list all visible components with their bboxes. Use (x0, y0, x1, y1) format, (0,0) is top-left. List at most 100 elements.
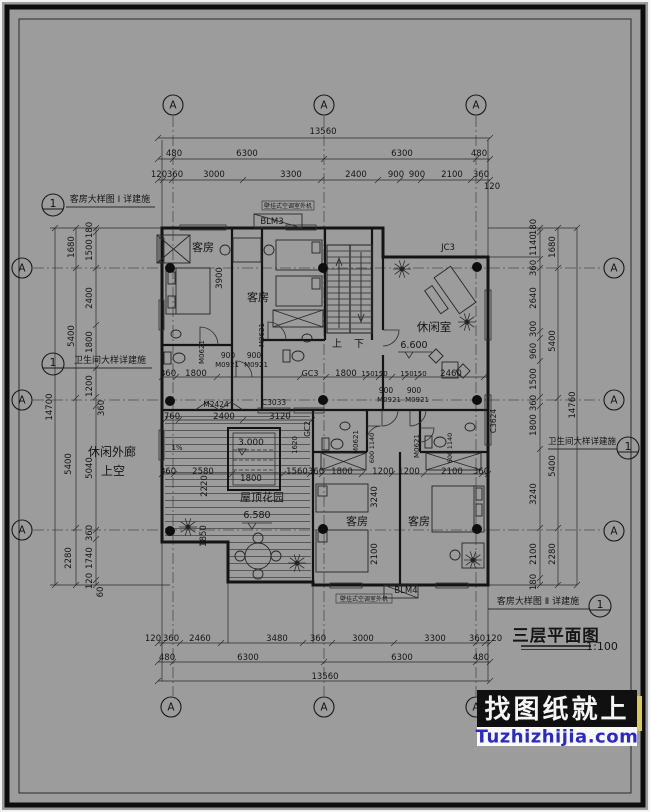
plan-label: 900 (221, 351, 236, 360)
bed (431, 485, 485, 533)
plant-icon (294, 560, 300, 566)
plan-label: 3000 (352, 634, 374, 644)
plan-label: 6300 (237, 653, 259, 663)
plan-label: 1620 (291, 436, 299, 454)
plan-label: 客房 (408, 514, 430, 528)
plant-icon (464, 319, 470, 325)
bed (275, 239, 323, 271)
plan-label: 120 (145, 634, 161, 644)
axis-bubble (11, 519, 33, 541)
watermark-slogan: 找图纸就上 (484, 694, 629, 725)
watermark-box (477, 690, 637, 727)
furniture (156, 234, 485, 580)
column-dot (318, 524, 328, 534)
plan-label: 1140 (368, 433, 376, 450)
axis-bubble-letter: A (167, 702, 175, 714)
plan-label: M0621 (413, 434, 421, 458)
axis-bubble (465, 94, 487, 116)
watermark-site-link[interactable]: Tuzhizhijia.com (476, 727, 639, 748)
axis-bubble-letter: A (610, 263, 618, 275)
plan-label: 360 (85, 525, 95, 541)
axis-bubble (162, 94, 184, 116)
callout-bubble-number: 1 (50, 197, 57, 210)
callout-label: 卫生间大样详建施 (74, 354, 146, 366)
plan-label: 2280 (548, 543, 558, 565)
windows (158, 224, 492, 589)
plan-label: 2460 (189, 634, 211, 644)
plan-label: M0921 (377, 396, 401, 404)
plan-label: 2400 (85, 287, 95, 309)
plan-label: 屋顶花园 (240, 491, 284, 504)
plan-label: GC2 (303, 421, 312, 437)
walls (160, 226, 490, 587)
plan-label: 1800 (335, 369, 357, 379)
plan-label: 2400 (213, 412, 235, 422)
plan-label: 180 (529, 219, 539, 235)
plan-label: 180 (529, 574, 539, 590)
plan-label: 480 (159, 653, 175, 663)
axis-bubble-letter: A (610, 395, 618, 407)
column-dots (165, 262, 482, 536)
plan-label: 150 (361, 370, 374, 378)
plan-label: 壁挂式空调室外机 (340, 595, 388, 603)
column-dot (472, 262, 482, 272)
plan-label: 360 (308, 467, 324, 477)
drawing-title: 三层平面图 (512, 626, 600, 645)
axis-bubble (160, 696, 182, 718)
plant-icon (179, 518, 197, 536)
plan-label: 120 (484, 182, 500, 192)
column-dot (165, 263, 175, 273)
plan-label: 360 (97, 400, 107, 416)
plan-label: 13560 (309, 127, 336, 137)
plan-label: M0921 (244, 361, 268, 369)
closet (425, 452, 482, 471)
plan-label: 上空 (101, 464, 125, 478)
plan-label: 1800 (331, 467, 353, 477)
plan-label: 1200 (398, 467, 420, 477)
plan-label: 180 (85, 222, 95, 238)
plan-label: 150 (413, 370, 426, 378)
plan-label: 14760 (568, 391, 578, 418)
axis-bubble (313, 696, 335, 718)
plan-label: 1680 (548, 236, 558, 258)
plan-label: M0921 (215, 361, 239, 369)
plan-label: 1500 (85, 239, 95, 261)
plan-label: 120 (85, 573, 95, 589)
plan-label: 休闲外廊 (88, 444, 136, 459)
railing-m2424 (194, 401, 244, 411)
bath-fixtures (163, 329, 476, 451)
detail-callouts: 客房大样图 Ⅰ 详建施 卫生间大样详建施 卫生间大样详建施 客房大样图 Ⅱ 详建… (64, 193, 617, 610)
plan-label: 3.000 (238, 438, 264, 448)
plan-label: 2100 (441, 467, 463, 477)
axis-bubble-letter: A (18, 525, 26, 537)
tv-table (424, 285, 449, 315)
plan-label: 600 (446, 451, 454, 463)
column-dot (165, 396, 175, 406)
plan-label: 900 (247, 351, 262, 360)
plan-label: C3033 (262, 398, 287, 407)
level-mark (237, 448, 247, 456)
closet (320, 452, 367, 471)
axis-bubble (11, 257, 33, 279)
callout-bubble (616, 436, 640, 460)
plan-label: 150 (400, 370, 413, 378)
plan-label: 1200 (372, 467, 394, 477)
callout-label: 客房大样图 Ⅰ 详建施 (70, 193, 150, 205)
axis-bubble-letter: A (472, 702, 480, 714)
dimension-chain (51, 134, 581, 685)
plan-label: 2100 (529, 543, 539, 565)
plan-label: 3300 (424, 634, 446, 644)
plan-label: 1500 (529, 368, 539, 390)
plan-label: 5400 (548, 330, 558, 352)
plan-label: 480 (166, 149, 182, 159)
plan-label: 6.580 (243, 510, 270, 521)
table (441, 361, 459, 379)
bed (275, 275, 323, 307)
drawing-scale: 1:100 (586, 640, 618, 653)
plant-icon (185, 524, 191, 530)
plan-label: 14700 (45, 393, 55, 420)
plan-label: 5040 (85, 457, 95, 479)
callout-bubble-number: 1 (597, 598, 604, 611)
plan-label: M0921 (405, 396, 429, 404)
